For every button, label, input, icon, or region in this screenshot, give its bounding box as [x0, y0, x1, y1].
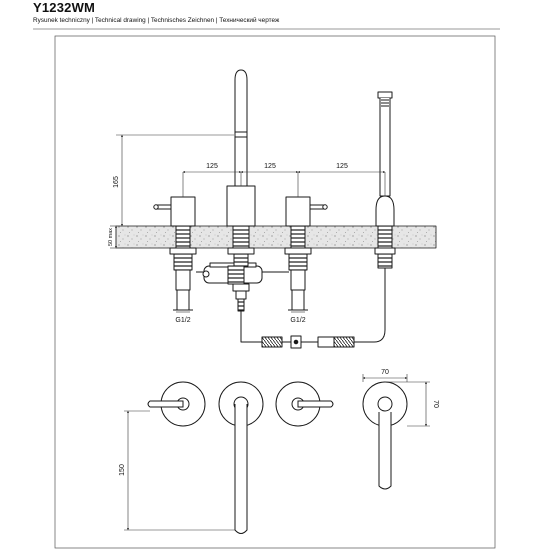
left-valve	[153, 196, 197, 311]
dim-spacing-1: 125	[206, 163, 218, 170]
dim-thread-left: G1/2	[175, 317, 190, 324]
diverter-manifold	[202, 253, 263, 312]
drawing-subtitle: Rysunek techniczny | Technical drawing |…	[33, 17, 280, 24]
dimension-lines	[110, 134, 430, 531]
hand-shower	[374, 91, 396, 330]
dim-top-height: 70	[432, 400, 439, 408]
model-code: Y1232WM	[33, 0, 96, 15]
dim-deck-thickness: 50 max	[108, 228, 114, 246]
dim-thread-right: G1/2	[290, 317, 305, 324]
shower-hose	[240, 311, 386, 349]
dim-spout-length: 150	[119, 464, 126, 476]
dim-height-total: 165	[113, 176, 120, 188]
dim-spacing-3: 125	[336, 163, 348, 170]
drawing-frame	[33, 28, 500, 549]
dim-spacing-2: 125	[264, 163, 276, 170]
right-valve	[284, 196, 328, 311]
spout	[226, 69, 256, 255]
top-view	[147, 381, 408, 534]
dim-top-width: 70	[381, 369, 389, 376]
